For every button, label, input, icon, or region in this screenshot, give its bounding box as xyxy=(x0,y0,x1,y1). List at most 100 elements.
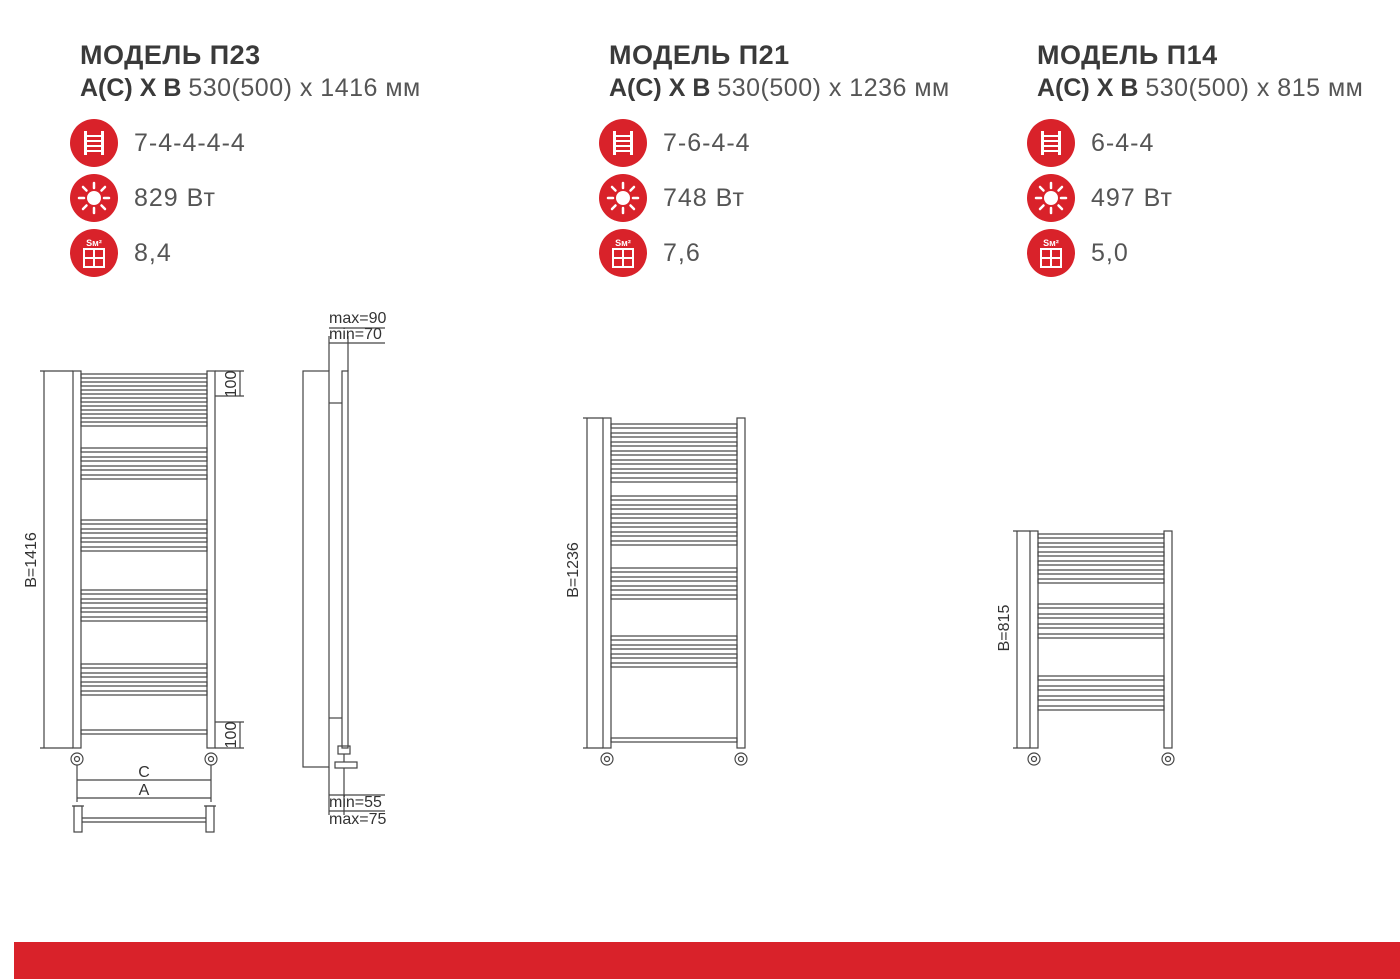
towel-rail xyxy=(610,540,738,546)
area-icon-label: Sм² xyxy=(86,238,102,248)
towel-rail xyxy=(610,594,738,600)
towel-rail xyxy=(610,495,738,501)
p21-front-view xyxy=(583,417,748,766)
ladder-rails-icon xyxy=(1027,119,1075,167)
towel-rail xyxy=(610,585,738,591)
p14-front-view xyxy=(1013,530,1175,766)
p23-side-min-bottom: min=55 xyxy=(329,794,382,811)
bottom-accent-bar xyxy=(14,942,1400,979)
towel-rail xyxy=(1037,685,1165,691)
towel-rail xyxy=(610,477,738,483)
spec-area: Sм² 5,0 xyxy=(1027,229,1129,277)
towel-rail xyxy=(80,528,208,534)
towel-rail xyxy=(80,413,208,419)
towel-rail xyxy=(80,389,208,395)
spec-sections: 6-4-4 xyxy=(1027,119,1154,167)
towel-rail xyxy=(80,598,208,604)
towel-rail xyxy=(610,423,738,429)
towel-rail xyxy=(80,447,208,453)
towel-rail xyxy=(610,576,738,582)
towel-rail xyxy=(610,441,738,447)
model-p14-header: МОДЕЛЬ П14 А(С) Х В 530(500) х 815 мм xyxy=(1037,38,1363,104)
sections-value: 7-4-4-4-4 xyxy=(134,128,246,157)
towel-rail xyxy=(610,662,738,668)
p23-side-min-top: min=70 xyxy=(329,326,382,343)
towel-rail xyxy=(1037,569,1165,575)
towel-rail xyxy=(1037,560,1165,566)
p23-front-view xyxy=(40,370,244,833)
towel-rail xyxy=(610,468,738,474)
towel-rail xyxy=(80,405,208,411)
ladder-rails-icon xyxy=(70,119,118,167)
dims-value: 530(500) х 1236 мм xyxy=(717,74,950,102)
model-p21-header: МОДЕЛЬ П21 А(С) Х В 530(500) х 1236 мм xyxy=(609,38,950,104)
spec-power: 497 Вт xyxy=(1027,174,1173,222)
area-m2-window-icon: Sм² xyxy=(1027,229,1075,277)
towel-rail xyxy=(80,729,208,735)
towel-rail xyxy=(610,635,738,641)
towel-rail xyxy=(610,450,738,456)
towel-rail xyxy=(610,513,738,519)
sections-value: 7-6-4-4 xyxy=(663,128,751,157)
towel-rail xyxy=(80,546,208,552)
area-icon-label: Sм² xyxy=(615,238,631,248)
towel-rail xyxy=(1037,623,1165,629)
power-value: 497 Вт xyxy=(1091,183,1173,212)
model-title: МОДЕЛЬ П23 xyxy=(80,40,261,70)
sun-heat-icon xyxy=(599,174,647,222)
towel-rail xyxy=(80,690,208,696)
p23-top-offset: 100 xyxy=(223,371,240,398)
towel-rail xyxy=(610,737,738,743)
towel-rail xyxy=(80,607,208,613)
power-value: 829 Вт xyxy=(134,183,216,212)
spec-area: Sм² 7,6 xyxy=(599,229,701,277)
model-dimensions: А(С) Х В 530(500) х 815 мм xyxy=(1037,72,1363,104)
spec-power: 829 Вт xyxy=(70,174,216,222)
towel-rail xyxy=(610,644,738,650)
towel-rail xyxy=(1037,542,1165,548)
model-p23-header: МОДЕЛЬ П23 А(С) Х В 530(500) х 1416 мм xyxy=(80,38,421,104)
power-value: 748 Вт xyxy=(663,183,745,212)
spec-power: 748 Вт xyxy=(599,174,745,222)
towel-rail xyxy=(80,589,208,595)
towel-rail xyxy=(610,531,738,537)
towel-rail xyxy=(80,373,208,379)
towel-rail xyxy=(610,432,738,438)
ladder-rails-icon xyxy=(599,119,647,167)
towel-rail xyxy=(1037,633,1165,639)
towel-rail xyxy=(1037,533,1165,539)
dims-label: А(С) Х В xyxy=(1037,74,1139,102)
towel-rail xyxy=(1037,551,1165,557)
model-title: МОДЕЛЬ П14 xyxy=(1037,40,1218,70)
area-m2-window-icon: Sм² xyxy=(599,229,647,277)
towel-rail xyxy=(80,681,208,687)
towel-rail xyxy=(80,537,208,543)
towel-rail xyxy=(80,465,208,471)
towel-rail xyxy=(80,672,208,678)
area-icon-label: Sм² xyxy=(1043,238,1059,248)
towel-rail xyxy=(1037,603,1165,609)
towel-rail xyxy=(80,474,208,480)
towel-rail xyxy=(1037,675,1165,681)
p21-height-label: B=1236 xyxy=(565,542,582,598)
spec-sections: 7-4-4-4-4 xyxy=(70,119,246,167)
towel-rail xyxy=(610,504,738,510)
spec-area: Sм² 8,4 xyxy=(70,229,172,277)
p23-bottom-offset: 100 xyxy=(223,722,240,749)
sections-value: 6-4-4 xyxy=(1091,128,1155,157)
model-dimensions: А(С) Х В 530(500) х 1416 мм xyxy=(80,72,421,104)
p23-height-label: B=1416 xyxy=(23,532,40,588)
sun-heat-icon xyxy=(1027,174,1075,222)
dims-value: 530(500) х 815 мм xyxy=(1145,74,1364,102)
sun-heat-icon xyxy=(70,174,118,222)
p23-side-max-bottom: max=75 xyxy=(329,811,386,828)
towel-rail xyxy=(610,522,738,528)
towel-rail xyxy=(610,459,738,465)
model-dimensions: А(С) Х В 530(500) х 1236 мм xyxy=(609,72,950,104)
p23-a-label: A xyxy=(139,782,150,799)
p23-side-view xyxy=(302,327,385,815)
towel-rail xyxy=(610,567,738,573)
towel-rail xyxy=(80,397,208,403)
area-value: 7,6 xyxy=(663,238,701,267)
